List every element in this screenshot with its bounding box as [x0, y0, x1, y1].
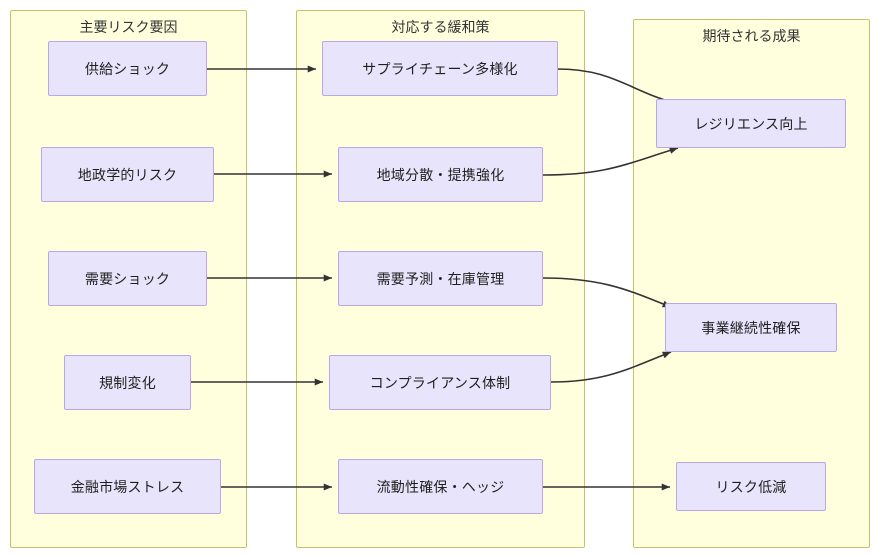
node-o3[interactable]: リスク低減: [676, 462, 826, 511]
node-m3[interactable]: 需要予測・在庫管理: [338, 251, 543, 306]
subgraph-title-risks: 主要リスク要因: [79, 19, 178, 35]
subgraph-title-mitigations: 対応する緩和策: [391, 19, 490, 35]
node-m4[interactable]: コンプライアンス体制: [329, 355, 551, 410]
node-m5[interactable]: 流動性確保・ヘッジ: [338, 459, 543, 514]
node-o2[interactable]: 事業継続性確保: [665, 303, 837, 352]
node-o1[interactable]: レジリエンス向上: [656, 99, 846, 148]
node-m2[interactable]: 地域分散・提携強化: [338, 147, 543, 202]
node-r3[interactable]: 需要ショック: [48, 251, 207, 306]
node-r1[interactable]: 供給ショック: [48, 41, 207, 96]
node-r2[interactable]: 地政学的リスク: [41, 147, 214, 202]
node-m1[interactable]: サプライチェーン多様化: [322, 41, 558, 96]
node-r4[interactable]: 規制変化: [64, 355, 191, 410]
node-r5[interactable]: 金融市場ストレス: [34, 459, 221, 514]
subgraph-title-outcomes: 期待される成果: [702, 28, 801, 44]
